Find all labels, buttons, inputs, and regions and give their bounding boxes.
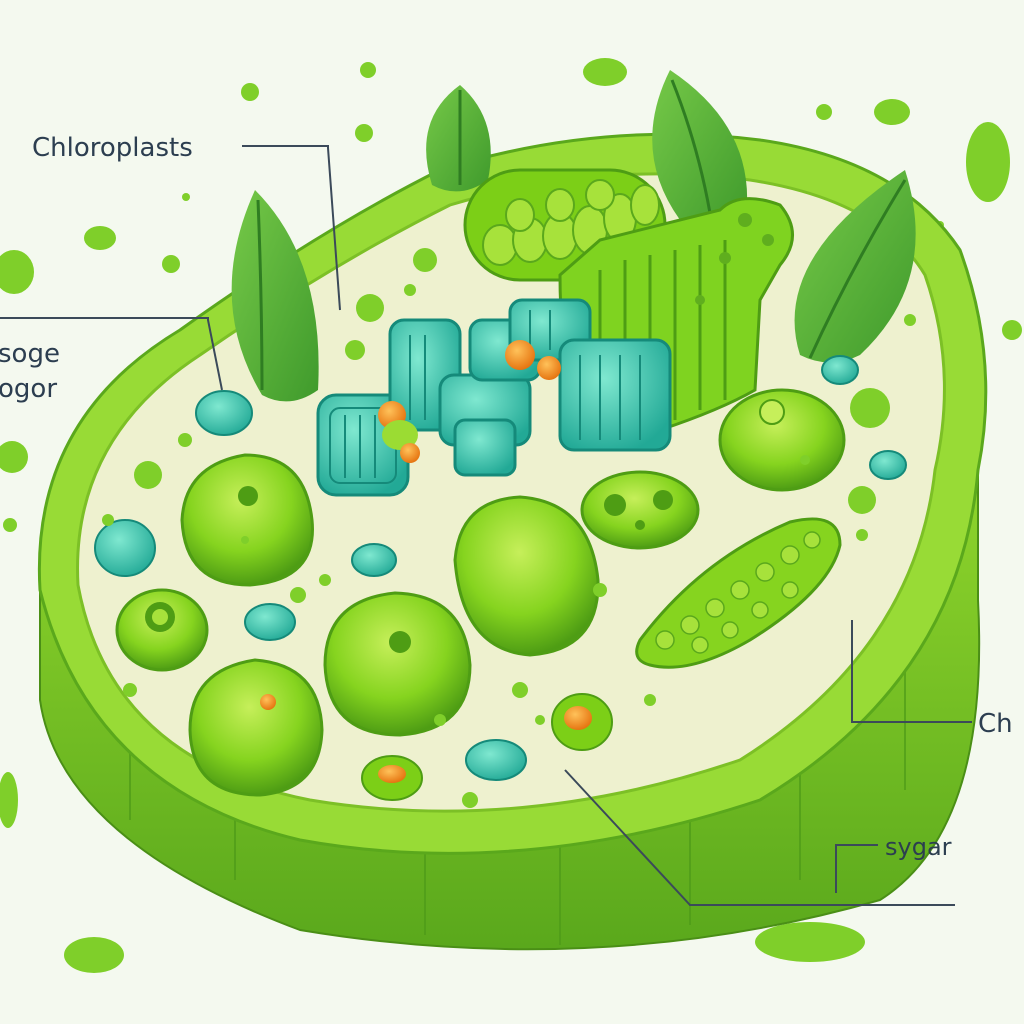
background-particles: [0, 58, 1022, 973]
leaf-icon: [426, 85, 491, 192]
vacuole-icon: [115, 588, 209, 672]
chloroplast-icon: [635, 517, 842, 669]
left-label-line1: soge: [0, 339, 60, 369]
callout-lines: [0, 145, 972, 906]
small-organelles: [361, 693, 613, 801]
leaf-icon: [231, 190, 319, 402]
mitochondrion-icon: [580, 470, 700, 550]
sugar-label: sygar: [885, 833, 952, 861]
chloroplast-icon: [188, 658, 324, 797]
left-label-line2: ogor: [0, 374, 57, 404]
leaf-icon: [794, 170, 916, 363]
chloroplast-icon: [453, 495, 600, 657]
cytoplasm-granules: [102, 248, 916, 808]
vacuole-icon: [718, 388, 846, 492]
chloroplasts-label: Chloroplasts: [32, 133, 193, 163]
chloroplast-icon: [323, 591, 472, 737]
chloroplast-icon: [180, 453, 314, 587]
thylakoid-stacks: [316, 298, 672, 497]
teal-vesicles: [94, 355, 907, 781]
leaf-icon: [652, 70, 748, 232]
right-label: Ch: [978, 709, 1013, 739]
